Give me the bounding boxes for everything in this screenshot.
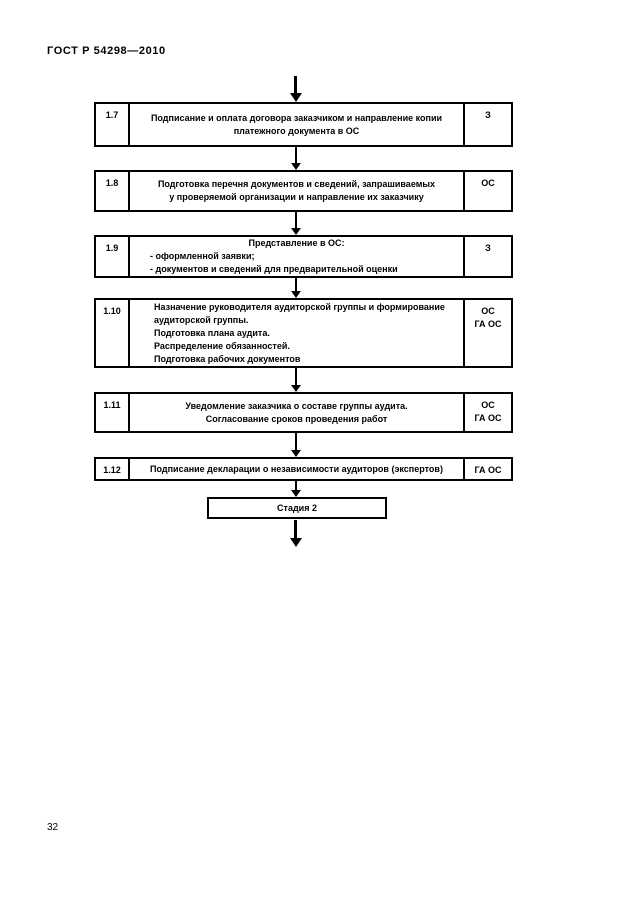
arrow-shaft: [295, 147, 297, 165]
arrow-shaft: [295, 368, 297, 387]
step-text-line: у проверяемой организации и направление …: [169, 192, 424, 202]
arrow-shaft: [295, 433, 297, 452]
flow-step-1-9: 1.9 Представление в ОС: - оформленной за…: [94, 235, 513, 278]
flow-arrow: [290, 368, 302, 392]
step-text-line: Подписание декларации о независимости ау…: [150, 463, 443, 474]
step-text-line: Подготовка рабочих документов: [154, 353, 301, 364]
actor-label: З: [485, 110, 491, 120]
actor-label: ОС: [481, 306, 495, 316]
arrowhead-icon: [290, 538, 302, 547]
step-text-line: Назначение руководителя аудиторской груп…: [154, 301, 445, 312]
step-text-line: Согласование сроков проведения работ: [205, 413, 388, 424]
entry-arrow: [290, 76, 302, 102]
actor-label: ГА ОС: [474, 413, 502, 423]
flow-step-1-7: 1.7 Подписание и оплата договора заказчи…: [94, 102, 513, 147]
flow-arrow: [290, 433, 302, 457]
step-number: 1.10: [96, 300, 130, 366]
flow-arrow: [290, 212, 302, 235]
actor-label: ГА ОС: [474, 319, 502, 329]
step-text-line: Представление в ОС:: [248, 238, 345, 248]
step-number: 1.8: [96, 172, 130, 210]
continuation-arrow: [290, 520, 302, 547]
flow-arrow: [290, 278, 302, 298]
arrowhead-icon: [291, 228, 301, 235]
step-text-line: Уведомление заказчика о составе группы а…: [185, 400, 408, 411]
step-text-line: Подписание и оплата договора заказчиком …: [150, 112, 443, 123]
stage-2-box: Стадия 2: [207, 497, 387, 519]
arrowhead-icon: [291, 450, 301, 457]
arrowhead-icon: [291, 385, 301, 392]
step-text-line: Подготовка плана аудита.: [154, 327, 270, 338]
flow-step-1-11: 1.11 Уведомление заказчика о составе гру…: [94, 392, 513, 433]
step-number: 1.11: [96, 394, 130, 431]
step-text-line: - оформленной заявки;: [150, 251, 255, 261]
actor-label: ОС: [481, 400, 495, 410]
flow-arrow: [290, 147, 302, 170]
arrow-shaft: [294, 76, 297, 95]
flow-step-1-8: 1.8 Подготовка перечня документов и свед…: [94, 170, 513, 212]
step-text-line: - документов и сведений для предваритель…: [150, 264, 398, 274]
actor-label: ГА ОС: [474, 465, 502, 475]
arrow-shaft: [294, 520, 297, 540]
step-text-line: аудиторской группы.: [154, 314, 249, 325]
step-number: 1.12: [96, 459, 130, 479]
actor-label: З: [485, 243, 491, 253]
step-text-line: Подготовка перечня документов и сведений…: [157, 179, 436, 189]
document-header: ГОСТ Р 54298—2010: [47, 45, 166, 57]
arrow-shaft: [295, 481, 297, 492]
flow-step-1-12: 1.12 Подписание декларации о независимос…: [94, 457, 513, 481]
step-text-line: Распределение обязанностей.: [154, 340, 290, 351]
actor-label: ОС: [481, 178, 495, 188]
page-number: 32: [47, 822, 59, 833]
stage-2-label: Стадия 2: [277, 503, 317, 513]
arrowhead-icon: [291, 163, 301, 170]
arrow-shaft: [295, 278, 297, 293]
flow-step-1-10: 1.10 Назначение руководителя аудиторской…: [94, 298, 513, 368]
step-number: 1.7: [96, 104, 130, 145]
arrowhead-icon: [290, 93, 302, 102]
arrowhead-icon: [291, 490, 301, 497]
step-number: 1.9: [96, 237, 130, 276]
arrow-shaft: [295, 212, 297, 230]
step-text-line: платежного документа в ОС: [233, 125, 360, 136]
flow-arrow: [290, 481, 302, 497]
arrowhead-icon: [291, 291, 301, 298]
